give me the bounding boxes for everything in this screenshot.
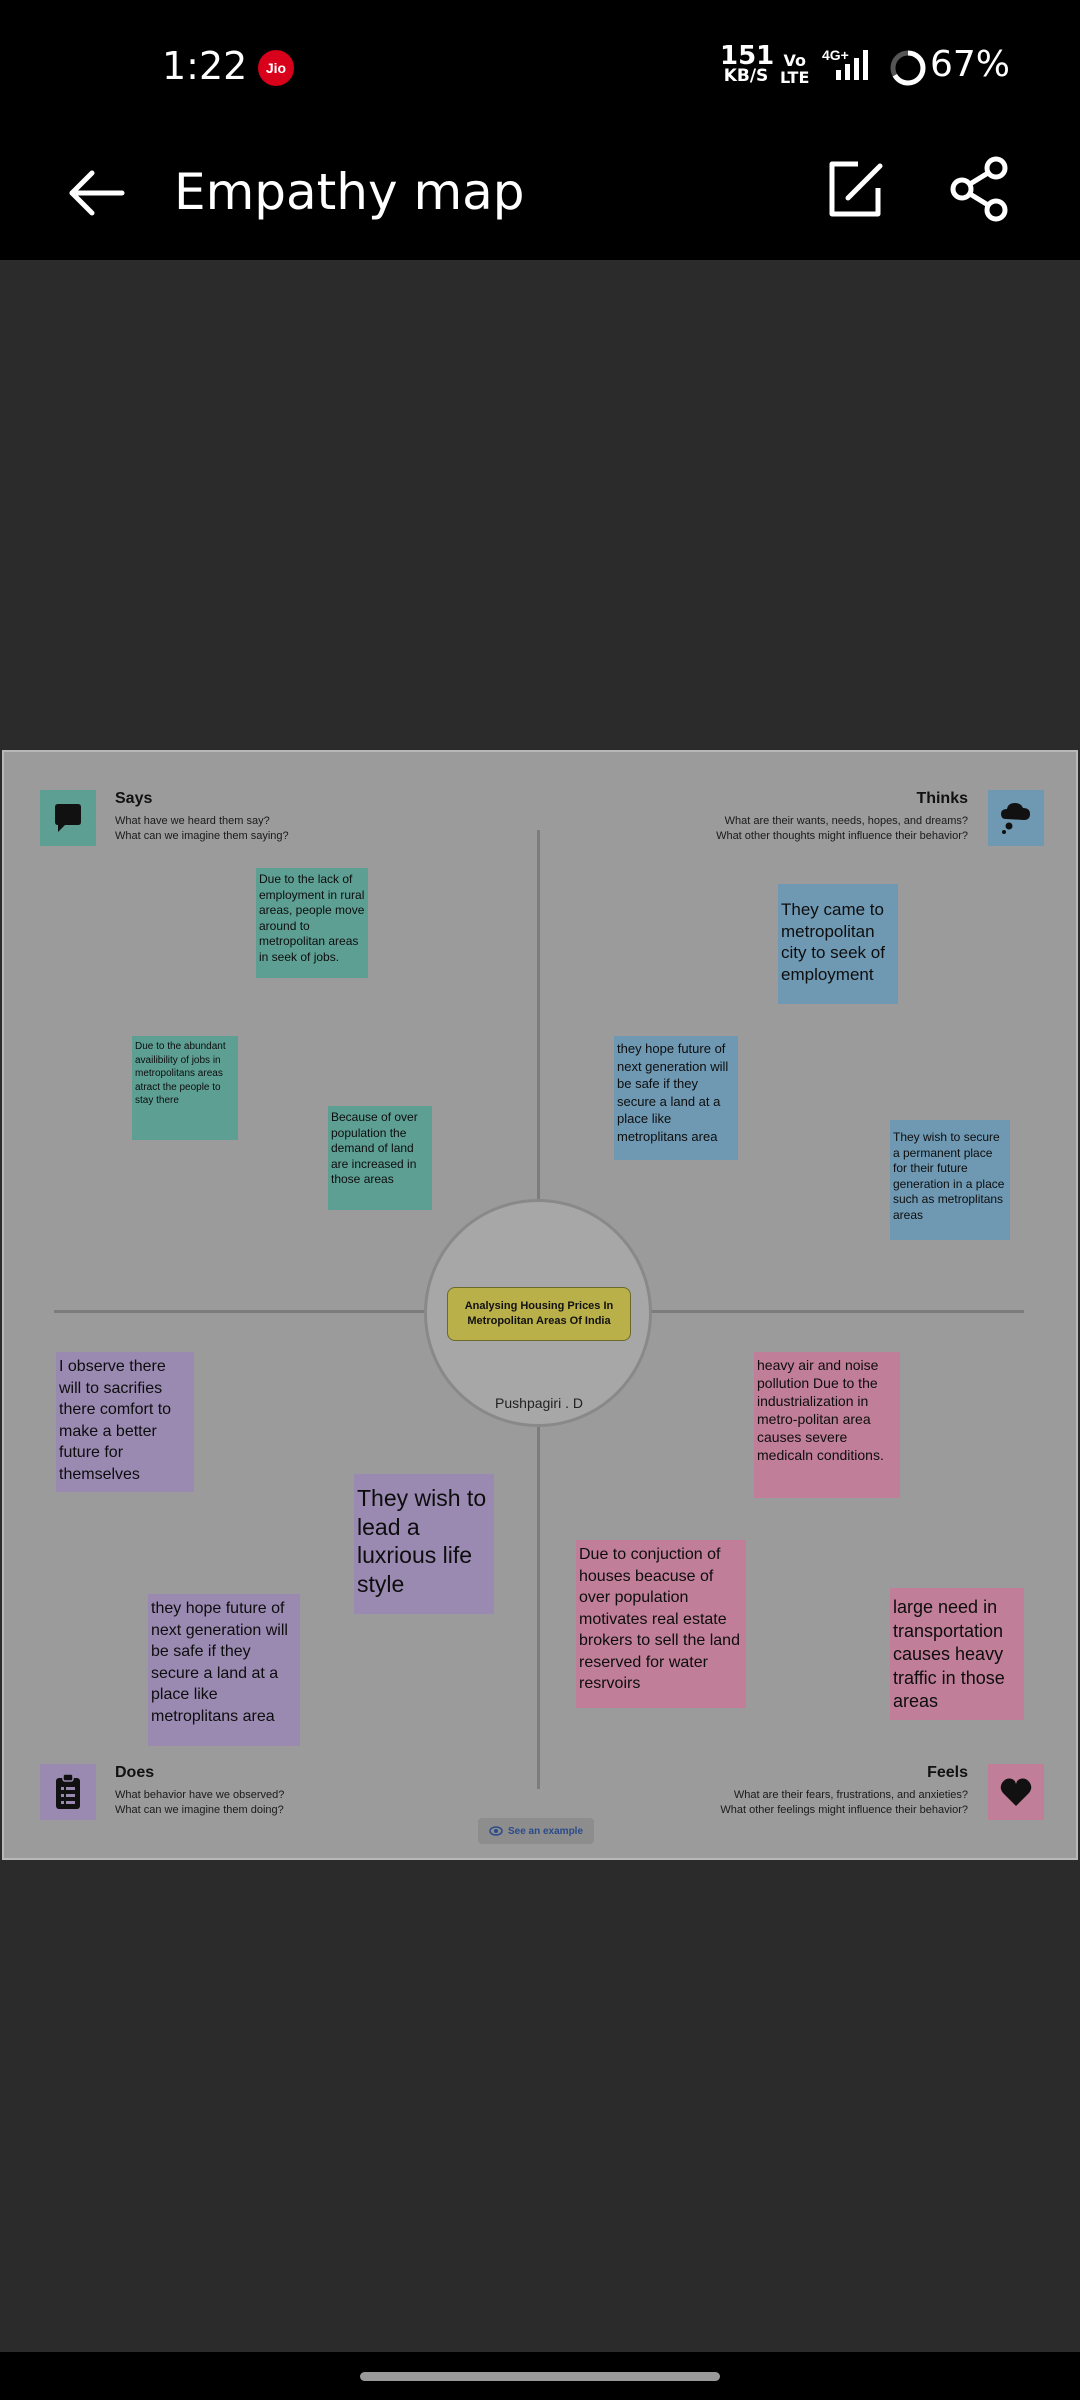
sticky-note-thinks-3[interactable]: They wish to secure a permanent place fo… <box>890 1120 1010 1240</box>
network-speed-unit: KB/S <box>723 66 769 86</box>
sticky-note-says-3[interactable]: Because of over population the demand of… <box>328 1106 432 1210</box>
volte-top: Vo <box>783 51 806 70</box>
sticky-note-does-2[interactable]: They wish to lead a luxrious life style <box>354 1474 494 1614</box>
eye-icon <box>489 1826 503 1836</box>
vertical-axis-top <box>537 830 540 1200</box>
thought-cloud-icon <box>988 790 1044 846</box>
status-time: 1:22 <box>162 44 248 88</box>
sticky-note-says-2[interactable]: Due to the abundant availibility of jobs… <box>132 1036 238 1140</box>
network-type-label: 4G+ <box>822 47 849 63</box>
arrow-left-icon[interactable] <box>62 158 132 228</box>
battery-percentage: 67% <box>930 44 1011 85</box>
signal-strength-icon: 4G+ <box>822 47 868 80</box>
page-title: Empathy map <box>174 163 525 221</box>
does-question-1: What behavior have we observed? <box>115 1789 285 1801</box>
sticky-note-feels-2[interactable]: Due to conjuction of houses beacuse of o… <box>576 1540 746 1708</box>
network-speed-value: 151 <box>720 41 775 71</box>
volte-indicator: Vo LTE <box>780 52 809 86</box>
clipboard-icon <box>40 1764 96 1820</box>
volte-bottom: LTE <box>780 68 810 87</box>
sticky-note-thinks-1[interactable]: They came to metropolitan city to seek o… <box>778 884 898 1004</box>
sticky-note-feels-3[interactable]: large need in transportation causes heav… <box>890 1588 1024 1720</box>
does-title: Does <box>115 1764 155 1781</box>
thinks-prompt: What are their wants, needs, hopes, and … <box>608 814 968 844</box>
feels-title: Feels <box>927 1764 968 1781</box>
speech-bubble-icon <box>40 790 96 846</box>
app-bar: Empathy map <box>0 128 1080 260</box>
does-prompt: What behavior have we observed? What can… <box>115 1788 284 1818</box>
feels-question-1: What are their fears, frustrations, and … <box>733 1789 968 1801</box>
sticky-note-thinks-2[interactable]: they hope future of next generation will… <box>614 1036 738 1160</box>
horizontal-axis-left <box>54 1310 424 1313</box>
see-example-button[interactable]: See an example <box>478 1818 594 1844</box>
edit-icon[interactable] <box>818 152 892 226</box>
see-example-label: See an example <box>507 1825 584 1837</box>
sticky-note-says-1[interactable]: Due to the lack of employment in rural a… <box>256 868 368 978</box>
topic-label[interactable]: Analysing Housing Prices In Metropolitan… <box>447 1287 631 1341</box>
says-prompt: What have we heard them say? What can we… <box>115 814 289 844</box>
thinks-title: Thinks <box>916 790 968 807</box>
battery-icon <box>890 50 926 86</box>
jio-notification-icon: Jio <box>258 50 294 86</box>
persona-name: Pushpagiri . D <box>495 1395 583 1411</box>
does-question-2: What can we imagine them doing? <box>115 1804 284 1816</box>
status-bar: 1:22 Jio 151 KB/S Vo LTE 4G+ 67% <box>0 0 1080 128</box>
sticky-note-feels-1[interactable]: heavy air and noise pollution Due to the… <box>754 1352 900 1498</box>
network-speed: 151 KB/S <box>720 41 775 86</box>
says-question-1: What have we heard them say? <box>115 815 270 827</box>
vertical-axis-bottom <box>537 1427 540 1789</box>
empathy-map-board[interactable]: Says What have we heard them say? What c… <box>2 750 1078 1860</box>
horizontal-axis-right <box>652 1310 1024 1313</box>
gesture-bar <box>0 2352 1080 2400</box>
says-title: Says <box>115 790 153 807</box>
says-question-2: What can we imagine them saying? <box>115 830 289 842</box>
thinks-question-2: What other thoughts might influence thei… <box>716 830 968 842</box>
feels-question-2: What other feelings might influence thei… <box>720 1804 968 1816</box>
share-icon[interactable] <box>942 152 1016 226</box>
feels-prompt: What are their fears, frustrations, and … <box>608 1788 968 1818</box>
sticky-note-does-3[interactable]: they hope future of next generation will… <box>148 1594 300 1746</box>
thinks-question-1: What are their wants, needs, hopes, and … <box>724 815 968 827</box>
heart-icon <box>988 1764 1044 1820</box>
sticky-note-does-1[interactable]: I observe there will to sacrifies there … <box>56 1352 194 1492</box>
home-indicator-pill[interactable] <box>360 2372 720 2381</box>
